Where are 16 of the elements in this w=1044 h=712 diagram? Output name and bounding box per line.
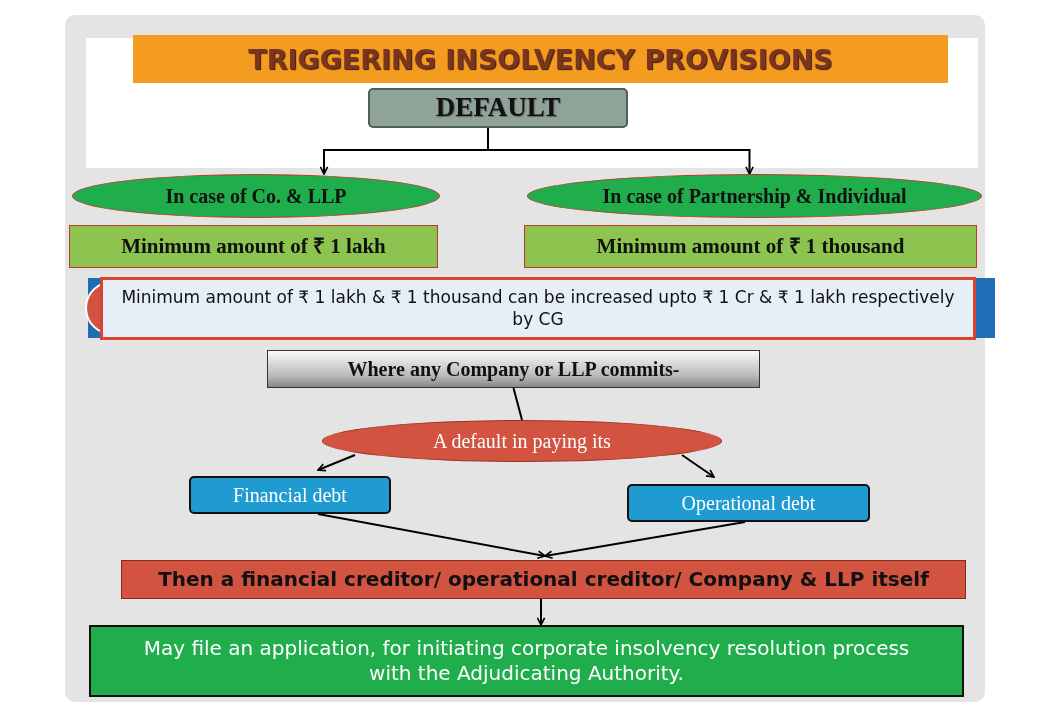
connector-line	[512, 387, 523, 421]
arrow	[317, 513, 546, 560]
title-banner: TRIGGERING INSOLVENCY PROVISIONS	[133, 35, 948, 83]
arrow	[536, 598, 546, 626]
outcome-box: May file an application, for initiating corporate insolvency resolution process with the Adjudicating Authority.	[89, 625, 964, 697]
debt-box: Operational debt	[627, 484, 870, 522]
amount-box: Minimum amount of ₹ 1 thousand	[524, 225, 977, 268]
arrow	[544, 521, 746, 560]
arrow	[317, 454, 356, 472]
debt-box: Financial debt	[189, 476, 391, 514]
process-box: Where any Company or LLP commits-	[267, 350, 760, 388]
arrow	[681, 454, 715, 478]
creditor-box: Then a financial creditor/ operational creditor/ Company & LLP itself	[121, 560, 966, 599]
note-box: Minimum amount of ₹ 1 lakh & ₹ 1 thousand can be increased upto ₹ 1 Cr & ₹ 1 lakh respectively by CG	[100, 277, 976, 340]
process-box: DEFAULT	[368, 88, 628, 128]
amount-box: Minimum amount of ₹ 1 lakh	[69, 225, 438, 268]
